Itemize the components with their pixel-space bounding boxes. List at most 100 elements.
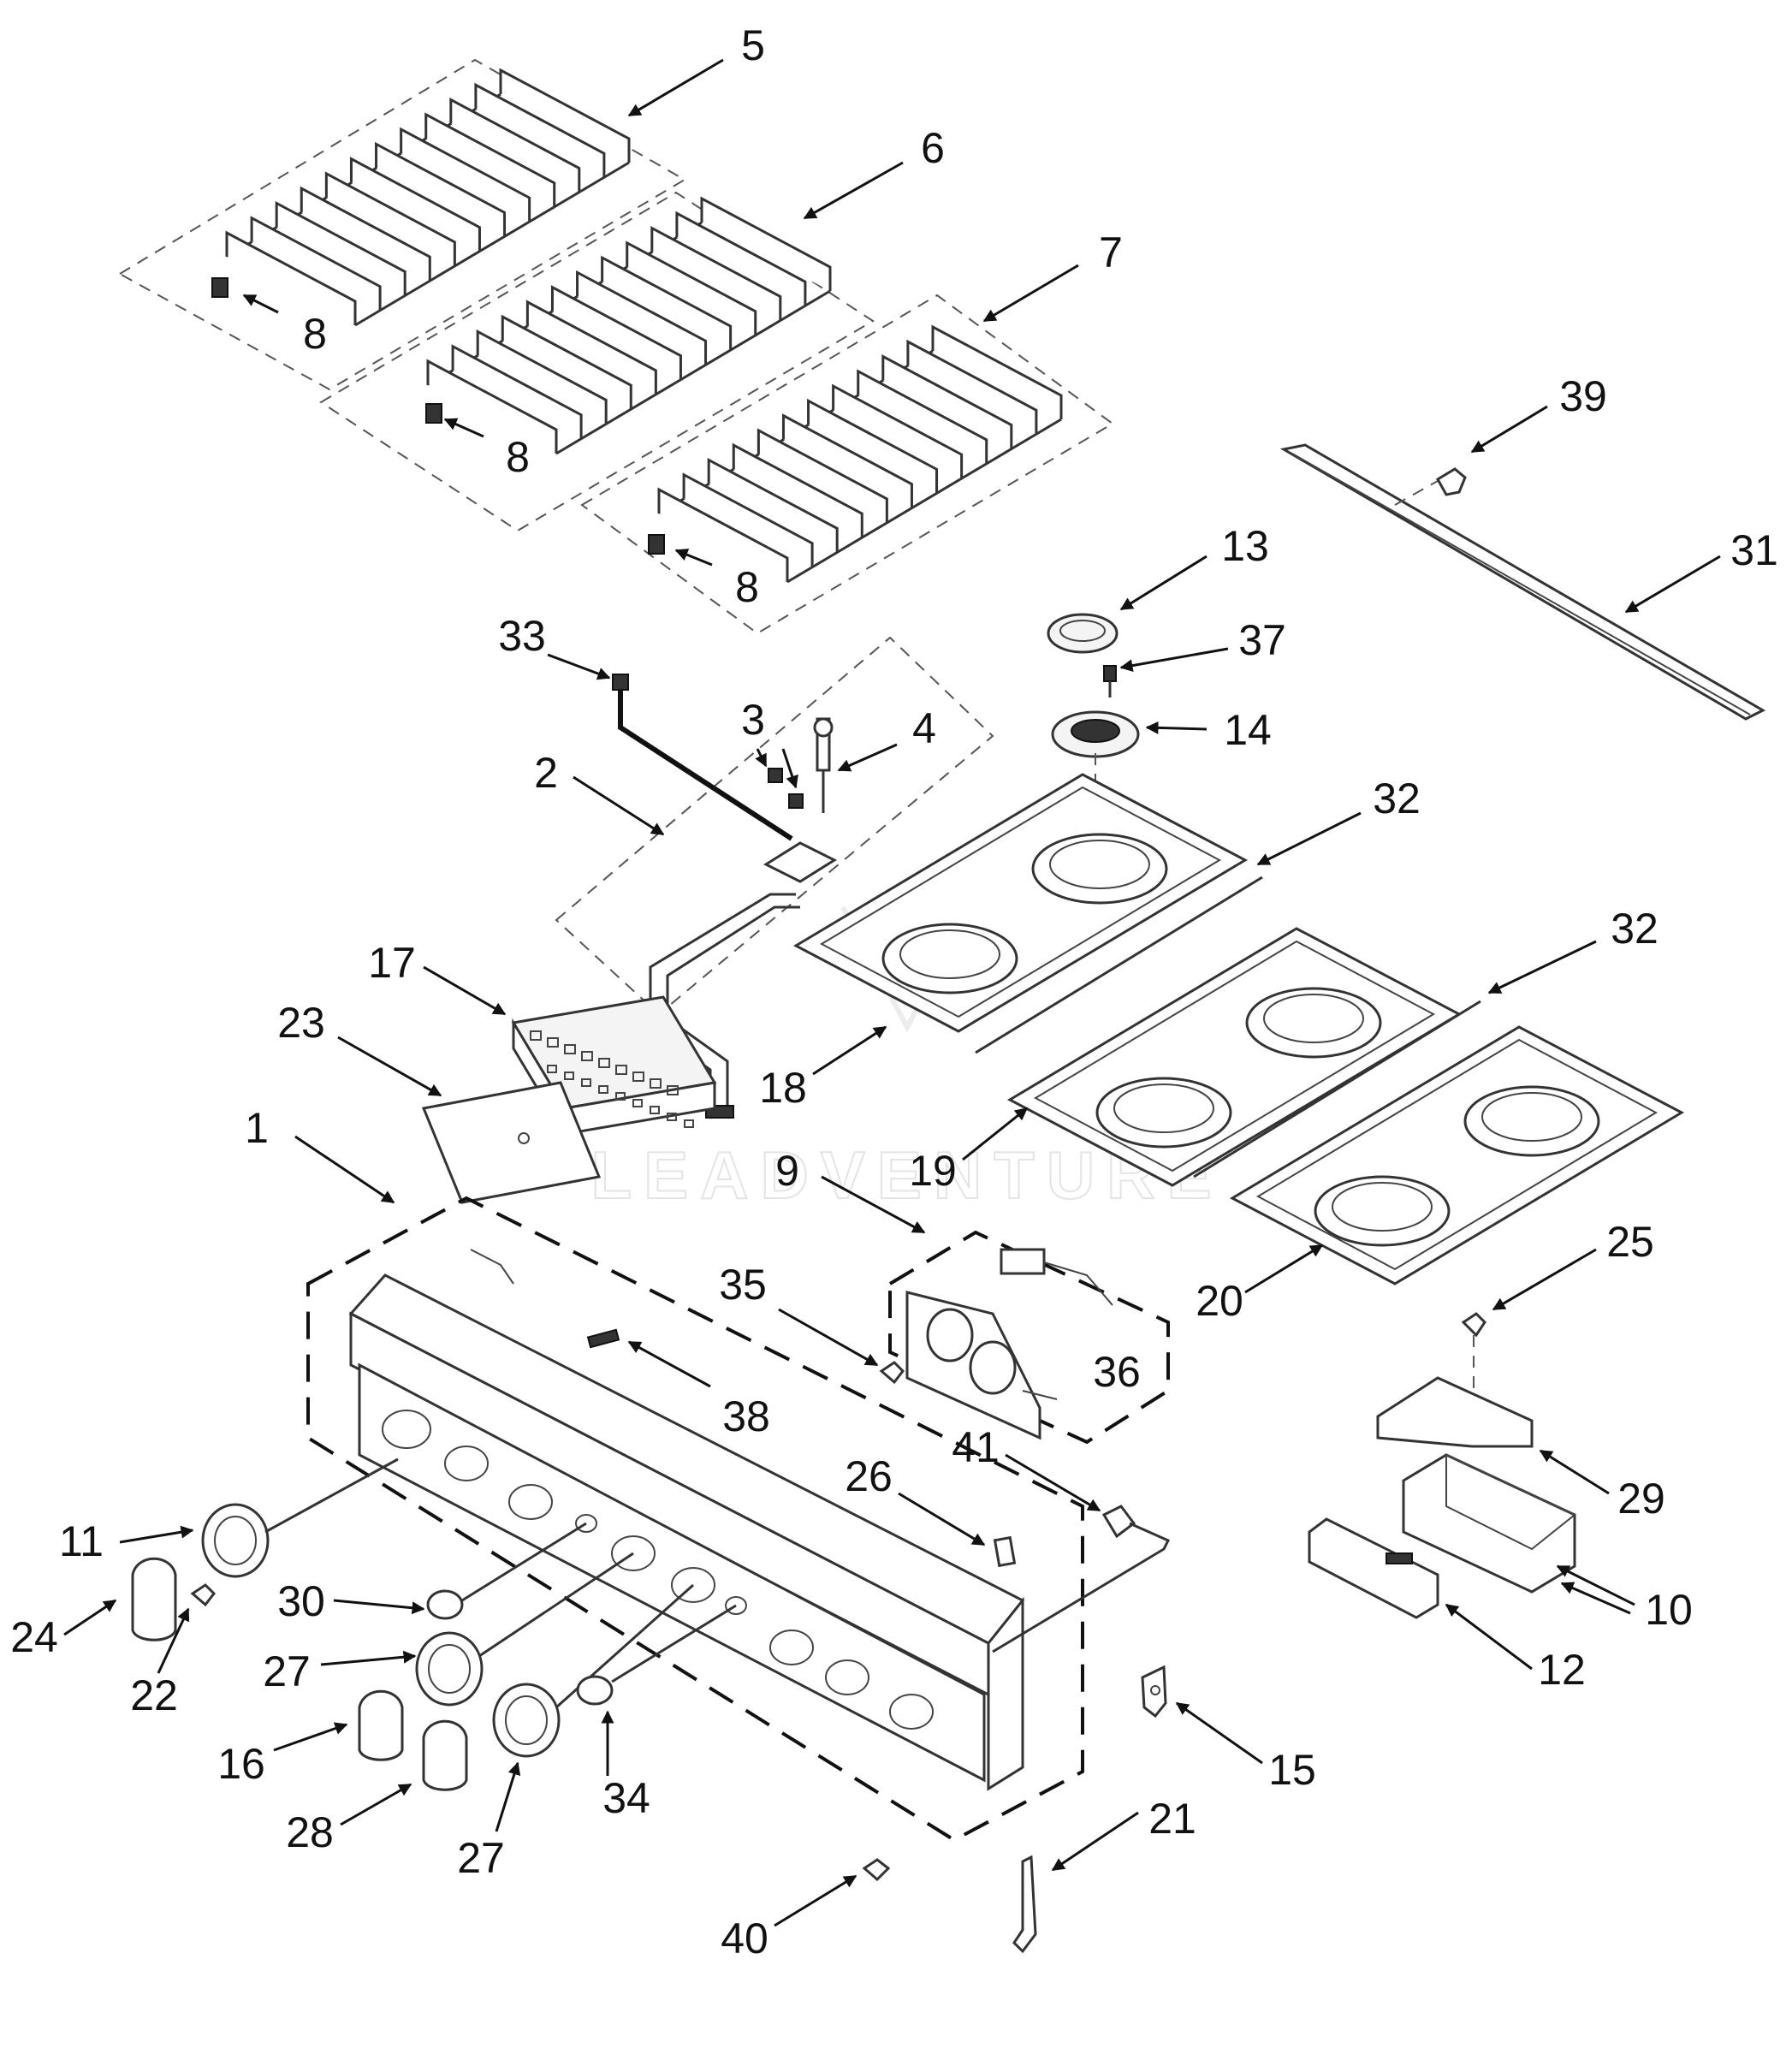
leader-arrow (119, 1525, 194, 1544)
leader-arrow (1051, 1811, 1139, 1872)
leader-arrow (674, 549, 713, 567)
callout-9: 9 (775, 1147, 799, 1195)
grate-bar (682, 472, 814, 567)
leader-arrow (547, 653, 611, 680)
board-component (581, 1051, 593, 1061)
board-component (615, 1092, 626, 1101)
grate-bar (675, 211, 807, 306)
callout-4: 4 (912, 704, 936, 752)
callout-8c: 8 (735, 563, 759, 611)
callout-10: 10 (1645, 1586, 1693, 1634)
callout-22: 22 (130, 1671, 178, 1719)
board-component (650, 1078, 662, 1089)
callout-24: 24 (10, 1613, 58, 1661)
leader-arrow (443, 418, 484, 438)
leader-arrow (627, 58, 724, 117)
switch-assembly-part-9 (905, 1248, 1046, 1440)
callout-28: 28 (286, 1808, 334, 1856)
screw-part-39 (1394, 467, 1467, 506)
knob-part-16 (358, 1689, 404, 1761)
bracket-part-29 (1376, 1376, 1534, 1448)
leader-arrow (1145, 721, 1208, 734)
grate-bar (757, 428, 888, 523)
callout-27b: 27 (457, 1834, 505, 1882)
grate-bar (375, 141, 507, 237)
board-component (632, 1099, 643, 1107)
screw-part-41 (1101, 1505, 1136, 1539)
callout-35: 35 (719, 1261, 767, 1309)
igniter-part-4 (813, 717, 834, 813)
callout-36: 36 (1093, 1348, 1141, 1396)
grate-foot-8b (425, 403, 442, 424)
leader-arrow (627, 1340, 711, 1388)
grate-bar (525, 300, 657, 395)
grate-bar (250, 216, 382, 311)
leader-arrow (1244, 1244, 1324, 1294)
grate-bar (626, 240, 757, 335)
leader-arrow (803, 161, 904, 220)
clip-part-38 (586, 1328, 620, 1349)
leader-arrow (1119, 555, 1208, 611)
grate-foot-8a (211, 277, 228, 298)
callout-3: 3 (741, 696, 765, 744)
module-part-12 (1308, 1517, 1439, 1619)
leader-arrow (333, 1599, 425, 1615)
grate-bar (832, 383, 964, 479)
wire-lead (470, 1249, 514, 1285)
leader-arrow (821, 1175, 926, 1234)
callout-27a: 27 (263, 1647, 311, 1695)
leader-arrow (273, 1722, 348, 1752)
callout-6: 6 (921, 124, 945, 172)
screw-part-35 (879, 1361, 905, 1385)
insulator-sheet-part-23 (421, 1081, 602, 1204)
board-component (615, 1065, 627, 1075)
callout-12: 12 (1538, 1646, 1586, 1694)
callout-14: 14 (1224, 706, 1272, 754)
callout-37: 37 (1238, 616, 1286, 664)
screw-41-axis (992, 1522, 1171, 1653)
grate-bar (707, 457, 839, 553)
leader-arrow (1256, 811, 1362, 866)
leader-arrow (340, 1783, 412, 1826)
grate-bar (650, 226, 782, 321)
board-component (547, 1065, 557, 1073)
grate-bar (400, 127, 531, 223)
callout-30: 30 (277, 1577, 325, 1625)
board-component (530, 1030, 542, 1041)
bezel-part-27b (492, 1683, 561, 1758)
grate-bar (349, 157, 481, 252)
callout-29: 29 (1617, 1475, 1665, 1523)
seal-strip-part-32b (1193, 1000, 1481, 1178)
callout-19: 19 (909, 1147, 957, 1195)
callout-34: 34 (602, 1774, 650, 1822)
control-panel-part-1 (348, 1273, 1025, 1791)
board-component (547, 1037, 559, 1048)
bezel-part-11 (201, 1503, 270, 1578)
grate-bar (700, 196, 832, 291)
bracket-part-21 (1012, 1855, 1037, 1954)
grate-bar (474, 82, 606, 178)
control-panel-assembly-boundary (306, 1196, 1084, 1843)
leader-arrow (837, 743, 898, 772)
board-component (632, 1072, 644, 1082)
leader-arrow (778, 1308, 879, 1367)
plug-30-axis (461, 1522, 587, 1602)
grate-bar (451, 344, 583, 439)
screw-part-25 (1461, 1312, 1486, 1338)
leader-arrows (63, 58, 1721, 1927)
grate-bar (807, 398, 939, 494)
bezel-27a-axis (478, 1552, 634, 1658)
leader-arrow (1624, 555, 1721, 614)
callout-21: 21 (1148, 1795, 1196, 1843)
screw-part-37 (1103, 665, 1117, 698)
manifold-dashed-boundary (555, 636, 994, 1016)
grate-bar (476, 329, 608, 424)
screw-part-33 (612, 674, 793, 841)
callout-41: 41 (952, 1423, 1000, 1471)
grate-rail (786, 418, 1062, 584)
grate-bar (931, 324, 1063, 419)
leader-arrow (1470, 405, 1548, 454)
board-component (598, 1058, 610, 1068)
callout-38: 38 (722, 1392, 770, 1440)
